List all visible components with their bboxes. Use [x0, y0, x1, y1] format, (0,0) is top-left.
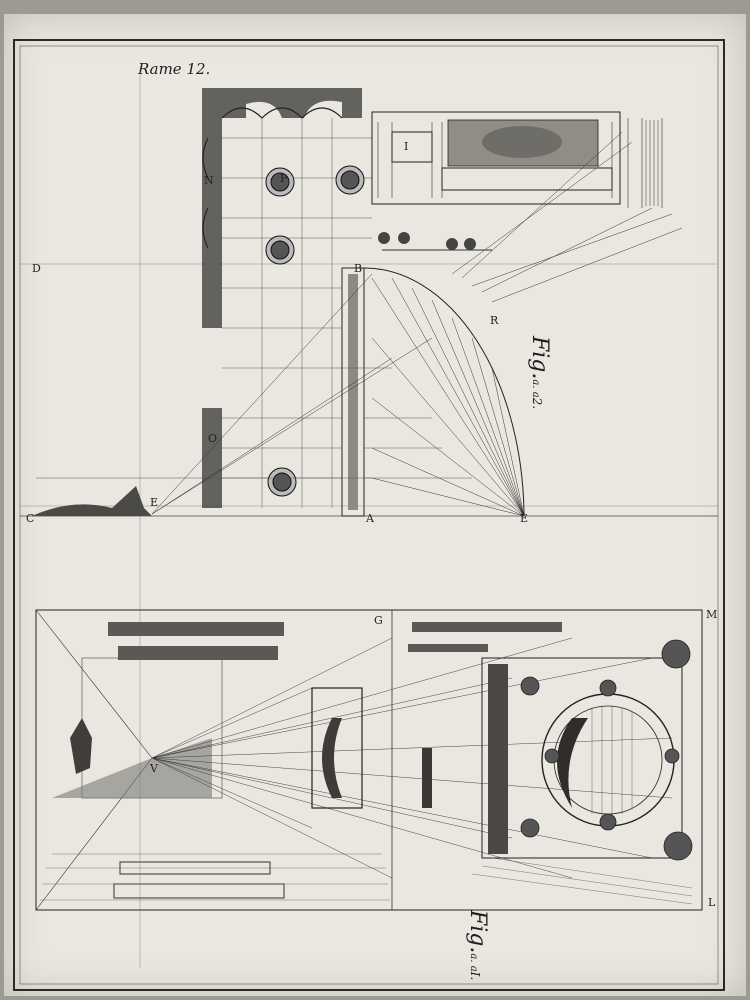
letter-a: A: [366, 512, 374, 525]
letter-m: M: [706, 608, 718, 621]
letter-v: V: [150, 762, 158, 775]
letter-d: D: [32, 262, 41, 275]
figure-1-perspective: [35, 609, 703, 911]
letter-o: O: [208, 432, 218, 445]
plate-title: Rame 12.: [138, 60, 211, 78]
letter-b: B: [354, 262, 363, 275]
letter-e-right: E: [520, 512, 529, 525]
figure-2-number: 2.: [530, 397, 544, 410]
figure-2-plan: [32, 88, 683, 517]
figure-1-number: I.: [468, 971, 482, 981]
letter-g: G: [374, 614, 383, 627]
figure-1-label: Fig.a. aI.: [465, 910, 490, 980]
letter-c: C: [26, 512, 35, 525]
engraved-plate-page: Rame 12.: [4, 14, 746, 996]
figure-1-word: Fig.: [465, 910, 490, 954]
figure-2-label: Fig.a. a2.: [527, 336, 552, 409]
figure-2-word: Fig.: [527, 336, 552, 380]
figure-2-super: a. a: [530, 379, 541, 398]
letter-e-left: E: [150, 496, 159, 509]
engraving-drawing: [13, 39, 725, 991]
letter-r: R: [490, 314, 499, 327]
letter-n: N: [204, 174, 214, 187]
letter-p: P: [280, 172, 288, 185]
figure-1-super: a. a: [468, 953, 479, 972]
letter-l: L: [708, 896, 716, 909]
letter-i: I: [404, 140, 409, 153]
